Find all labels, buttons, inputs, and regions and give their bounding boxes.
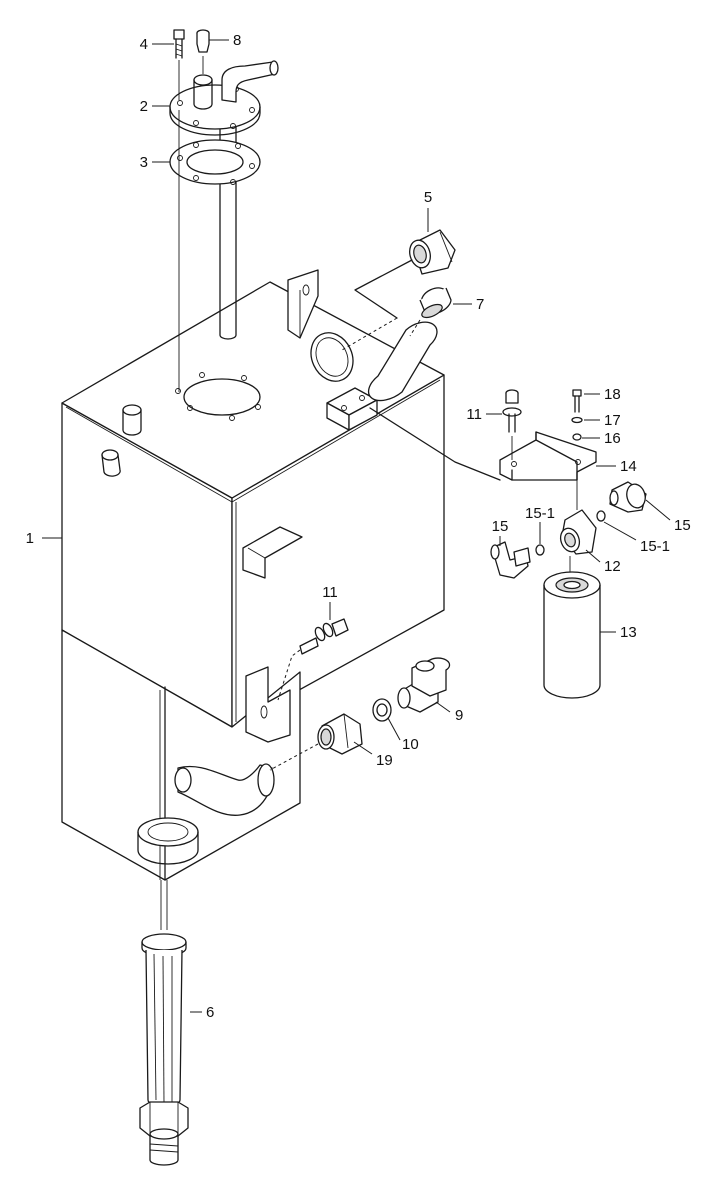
callout-16: 16: [604, 430, 621, 447]
callout-11-upper: 11: [466, 406, 482, 423]
callout-7: 7: [476, 296, 484, 313]
callout-3: 3: [140, 154, 148, 171]
callout-labels: 1 2 3 4 5 6 7 8 9 10 11 11 12 13 14 15 1…: [26, 32, 691, 1021]
callout-15-1-left: 15-1: [525, 505, 555, 522]
callout-13: 13: [620, 624, 637, 641]
callout-2: 2: [140, 98, 148, 115]
callout-12: 12: [604, 558, 621, 575]
callout-15-left: 15: [492, 518, 509, 535]
callout-6: 6: [206, 1004, 214, 1021]
callout-1: 1: [26, 530, 34, 547]
side-fittings: [269, 618, 451, 771]
callout-18: 18: [604, 386, 621, 403]
callout-15-1-right: 15-1: [640, 538, 670, 555]
callout-17: 17: [604, 412, 621, 429]
suction-strainer: [139, 880, 189, 1166]
filter-group: [369, 389, 647, 699]
callout-9: 9: [455, 707, 463, 724]
hydraulic-tank: [61, 269, 445, 881]
cover-assembly: [169, 29, 279, 392]
callout-14: 14: [620, 458, 637, 475]
callout-15-right: 15: [674, 517, 691, 534]
callout-19: 19: [376, 752, 393, 769]
callout-10: 10: [402, 736, 419, 753]
callout-8: 8: [233, 32, 241, 49]
callout-11-lower: 11: [322, 584, 338, 601]
callout-4: 4: [140, 36, 148, 53]
plug-and-cap: [341, 229, 456, 351]
callout-5: 5: [424, 189, 432, 206]
leader-lines: [42, 39, 671, 1013]
